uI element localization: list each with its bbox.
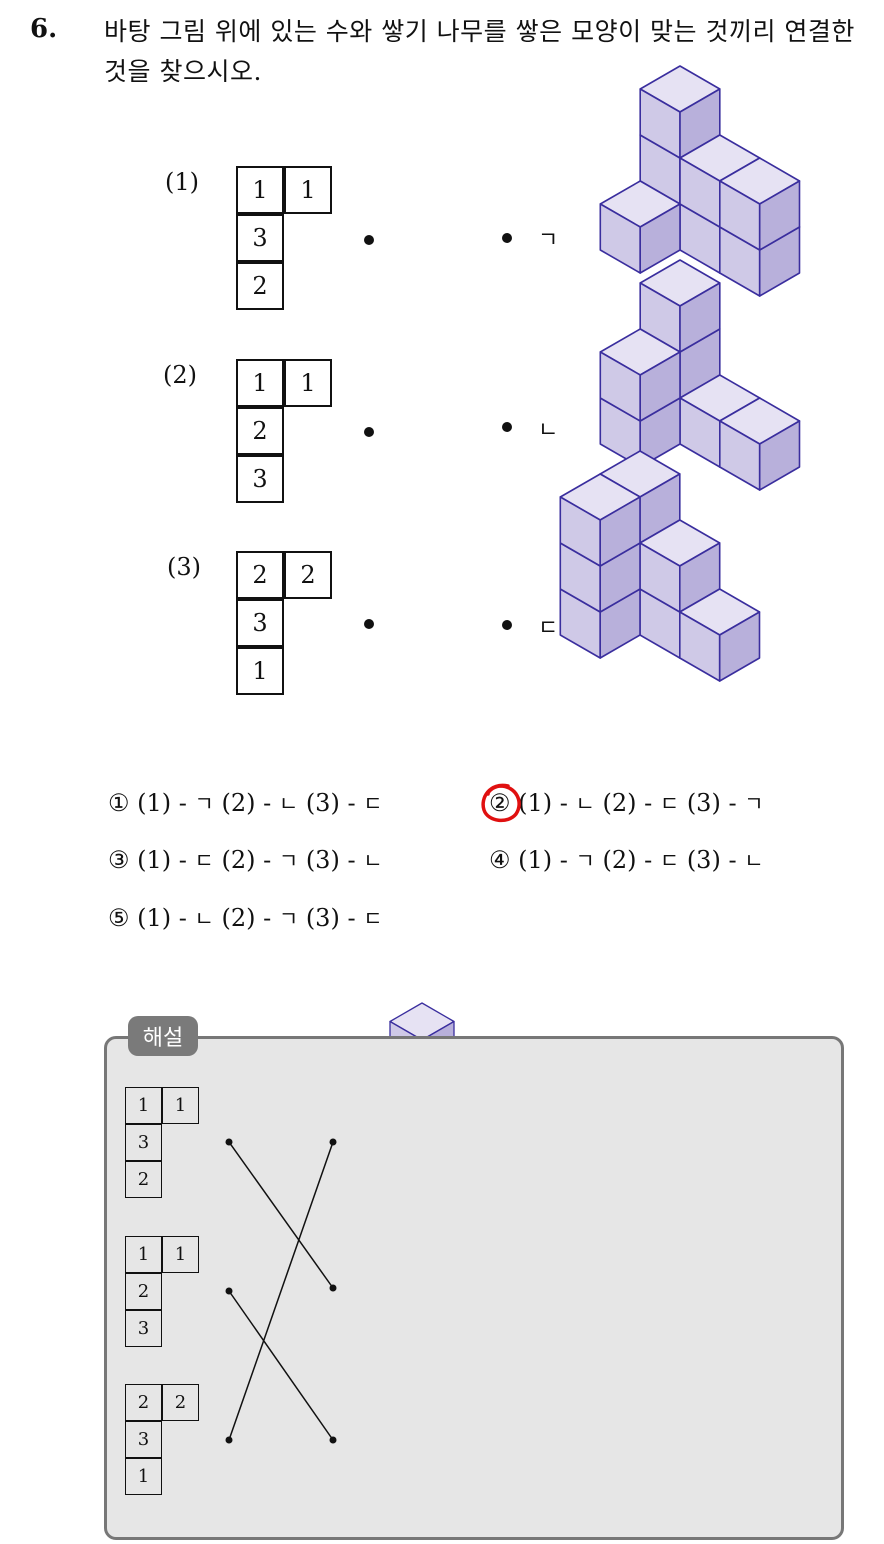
cube-right-face (758, 420, 801, 491)
grid-cell: 2 (236, 551, 284, 599)
left-dot-2[interactable] (364, 427, 374, 437)
option-2[interactable]: ② (1) - ㄴ (2) - ㄷ (3) - ㄱ (489, 789, 764, 817)
grid-cell: 1 (284, 166, 332, 214)
grid-cell: 3 (125, 1310, 162, 1347)
option-3[interactable]: ③ (1) - ㄷ (2) - ㄱ (3) - ㄴ (108, 846, 383, 874)
match-line (228, 1141, 334, 1289)
right-label-3: ㄷ (538, 616, 559, 641)
question-text: 바탕 그림 위에 있는 수와 쌓기 나무를 쌓은 모양이 맞는 것끼리 연결한 … (104, 17, 855, 86)
grid-cell: 2 (236, 262, 284, 310)
problem-label-2: (2) (163, 361, 197, 389)
solution-left-dot (225, 1287, 233, 1295)
grid-cell: 1 (125, 1236, 162, 1273)
cube-right-face (639, 351, 681, 422)
option-5[interactable]: ⑤ (1) - ㄴ (2) - ㄱ (3) - ㄷ (108, 904, 383, 932)
problem-label-1: (1) (165, 168, 199, 196)
grid-cell: 2 (125, 1161, 162, 1198)
grid-cell: 1 (236, 359, 284, 407)
solution-right-dot (329, 1436, 337, 1444)
grid-cell: 3 (236, 599, 284, 647)
grid-cell: 1 (284, 359, 332, 407)
grid-cell: 3 (125, 1421, 162, 1458)
match-lines (225, 1138, 337, 1444)
grid-cell: 1 (125, 1458, 162, 1495)
problem-label-3: (3) (167, 553, 201, 581)
answer-circle-mark (481, 783, 521, 823)
match-line (228, 1290, 334, 1441)
solution-tab: 해설 (128, 1016, 198, 1056)
option-4[interactable]: ④ (1) - ㄱ (2) - ㄷ (3) - ㄴ (489, 846, 764, 874)
grid-cell: 2 (236, 407, 284, 455)
cube-right-face (679, 282, 721, 353)
grid-cell: 2 (284, 551, 332, 599)
grid-cell: 3 (236, 455, 284, 503)
grid-cell: 1 (236, 166, 284, 214)
right-label-1: ㄱ (538, 228, 559, 253)
grid-cell: 1 (162, 1236, 199, 1273)
grid-cell: 1 (236, 647, 284, 695)
question-number: 6. (30, 14, 58, 44)
grid-cell: 2 (162, 1384, 199, 1421)
grid-cell: 2 (125, 1384, 162, 1421)
cube-right-face (718, 611, 761, 682)
grid-cell: 3 (236, 214, 284, 262)
grid-cell: 3 (125, 1124, 162, 1161)
grid-cell: 1 (125, 1087, 162, 1124)
right-dot-3[interactable] (502, 620, 512, 630)
cube-stacks-question (559, 65, 801, 682)
grid-cell: 2 (125, 1273, 162, 1310)
right-dot-2[interactable] (502, 422, 512, 432)
solution-right-dot (329, 1138, 337, 1146)
grid-cell: 1 (162, 1087, 199, 1124)
option-1[interactable]: ① (1) - ㄱ (2) - ㄴ (3) - ㄷ (108, 789, 383, 817)
match-line (228, 1141, 334, 1441)
solution-right-dot (329, 1284, 337, 1292)
cube-right-face (758, 180, 801, 251)
cube-right-face (599, 496, 641, 567)
solution-left-dot (225, 1436, 233, 1444)
left-dot-3[interactable] (364, 619, 374, 629)
right-label-2: ㄴ (538, 418, 559, 443)
solution-left-dot (225, 1138, 233, 1146)
cube-right-face (639, 203, 681, 274)
left-dot-1[interactable] (364, 235, 374, 245)
right-dot-1[interactable] (502, 233, 512, 243)
